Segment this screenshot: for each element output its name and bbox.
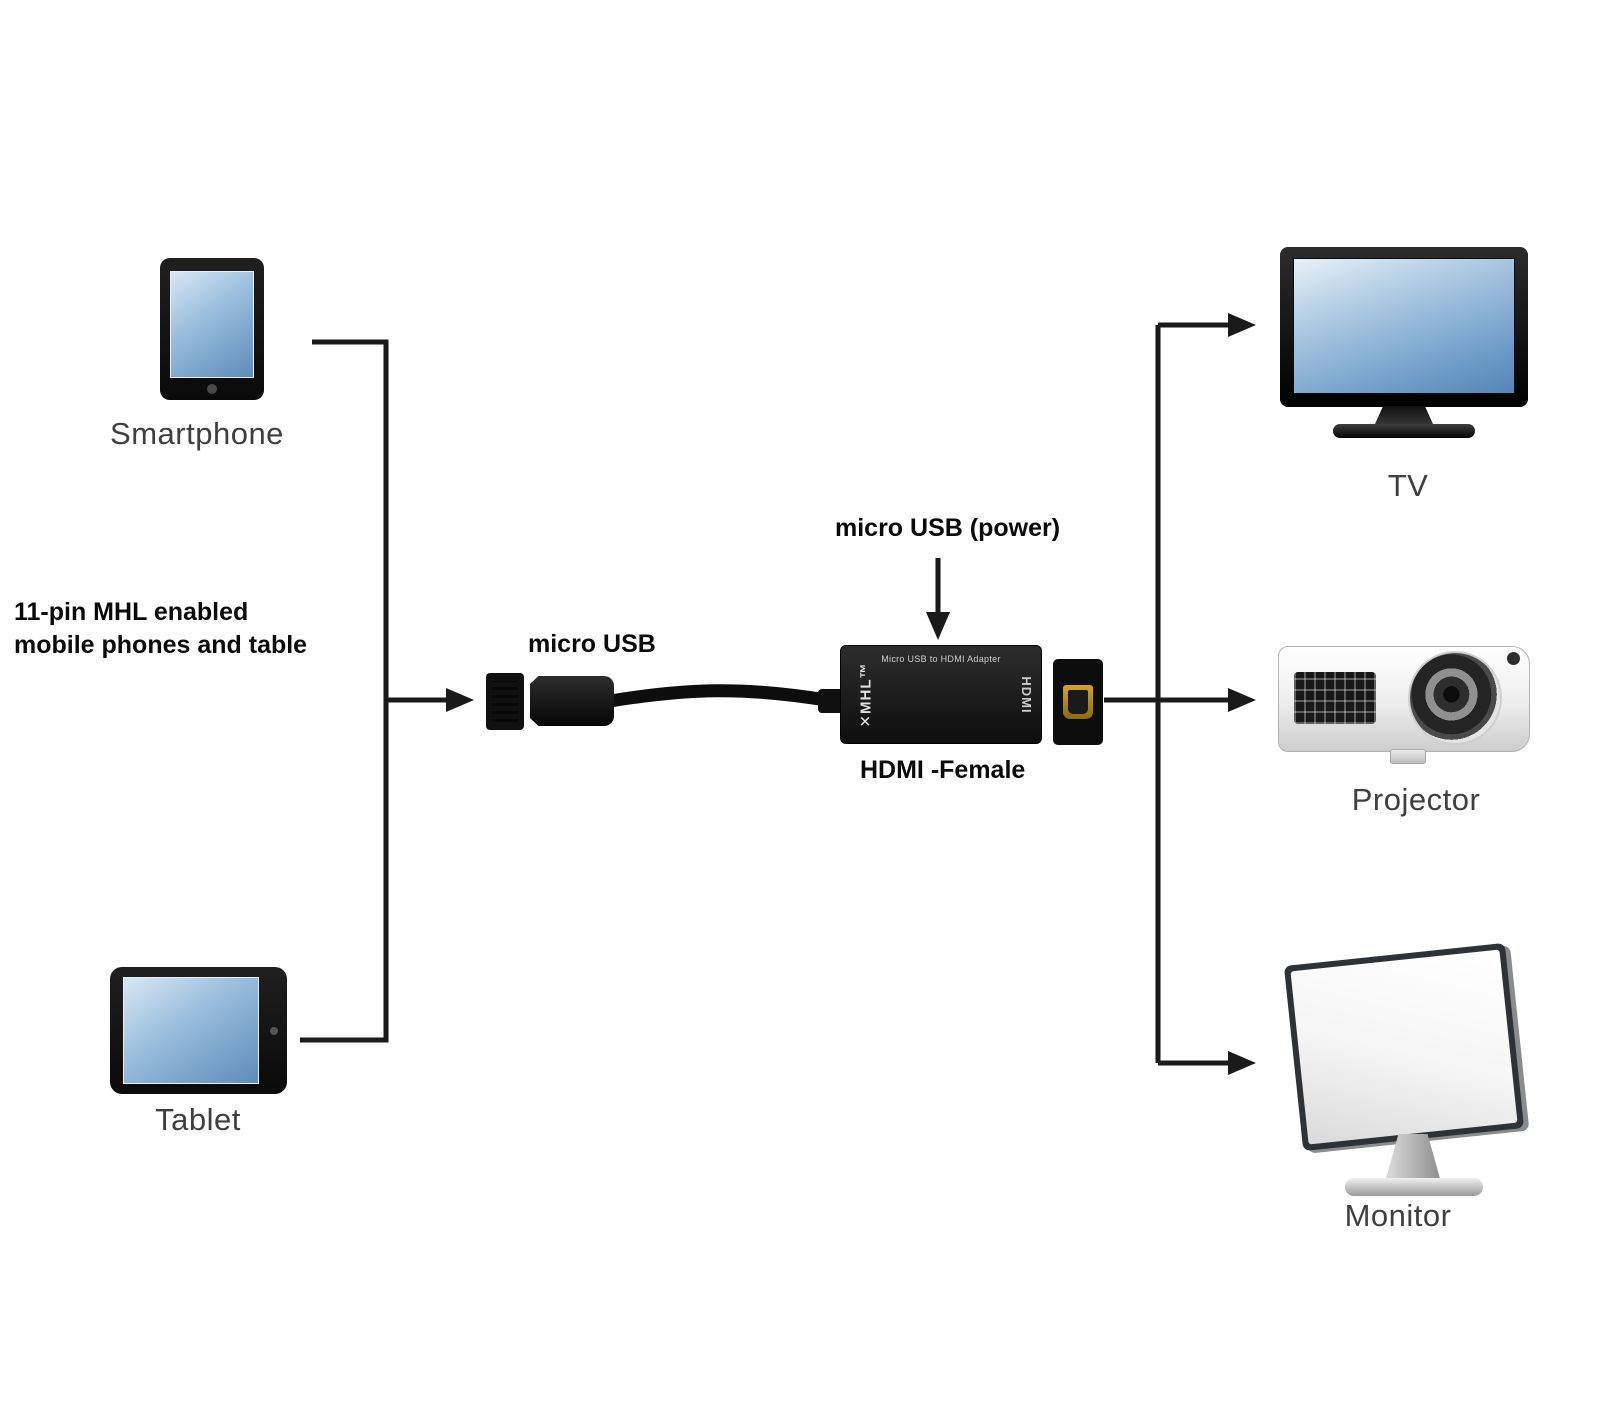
hdmi-logo: HDMI: [1018, 675, 1034, 714]
monitor-label: Monitor: [1344, 1198, 1452, 1233]
micro-usb-power-label: micro USB (power): [835, 514, 1061, 542]
monitor-base: [1345, 1178, 1483, 1196]
projector-vent-grille: [1294, 672, 1376, 724]
micro-usb-port-contacts: [492, 681, 518, 722]
tablet-icon: [110, 967, 287, 1094]
tablet-screen: [123, 977, 259, 1084]
mhl-logo: ✕MHL™: [857, 661, 875, 728]
smartphone-screen: [170, 271, 254, 378]
projector-lens-icon: [1410, 653, 1500, 743]
hdmi-female-port-icon: [1053, 659, 1103, 745]
tv-icon: [1280, 247, 1528, 447]
projector-knob-icon: [1507, 652, 1520, 665]
usb-cable: [603, 684, 833, 708]
hdmi-slot: [1063, 685, 1093, 719]
tv-stand-base: [1333, 424, 1475, 438]
hdmi-female-label: HDMI -Female: [860, 756, 1026, 784]
projector-label: Projector: [1351, 782, 1481, 817]
adapter-top-text: Micro USB to HDMI Adapter: [881, 654, 1001, 664]
projector-foot: [1390, 749, 1426, 764]
smartphone-home-button-icon: [207, 384, 217, 394]
micro-usb-plug-icon: [530, 676, 614, 726]
cable-strain-relief: [818, 689, 844, 713]
hdmi-slot-inner: [1068, 690, 1088, 714]
tv-label: TV: [1387, 468, 1429, 503]
arrowhead-power: [926, 612, 950, 640]
micro-usb-port-icon: [486, 673, 524, 730]
tv-screen: [1293, 258, 1515, 394]
monitor-frame: [1283, 942, 1525, 1152]
arrowhead-to-tv: [1228, 313, 1256, 337]
arrowhead-to-projector: [1228, 688, 1256, 712]
adapter-icon: Micro USB to HDMI Adapter ✕MHL™ HDMI: [840, 645, 1042, 744]
mhl-note: 11-pin MHL enabled mobile phones and tab…: [14, 596, 307, 661]
monitor-screen: [1290, 949, 1518, 1145]
projector-icon: [1278, 646, 1530, 764]
tv-stand-neck: [1375, 406, 1433, 424]
tablet-label: Tablet: [155, 1102, 241, 1137]
arrowhead-to-adapter: [446, 688, 474, 712]
smartphone-icon: [160, 258, 264, 400]
smartphone-label: Smartphone: [110, 416, 284, 451]
output-junction-line: [1104, 325, 1161, 1063]
monitor-icon: [1283, 938, 1543, 1238]
mhl-note-line1: 11-pin MHL enabled: [14, 598, 249, 626]
tablet-camera-icon: [270, 1026, 278, 1035]
source-junction-line: [300, 339, 389, 1043]
arrowhead-to-monitor: [1228, 1051, 1256, 1075]
micro-usb-label: micro USB: [528, 630, 656, 658]
mhl-note-line2: mobile phones and table: [14, 630, 308, 659]
